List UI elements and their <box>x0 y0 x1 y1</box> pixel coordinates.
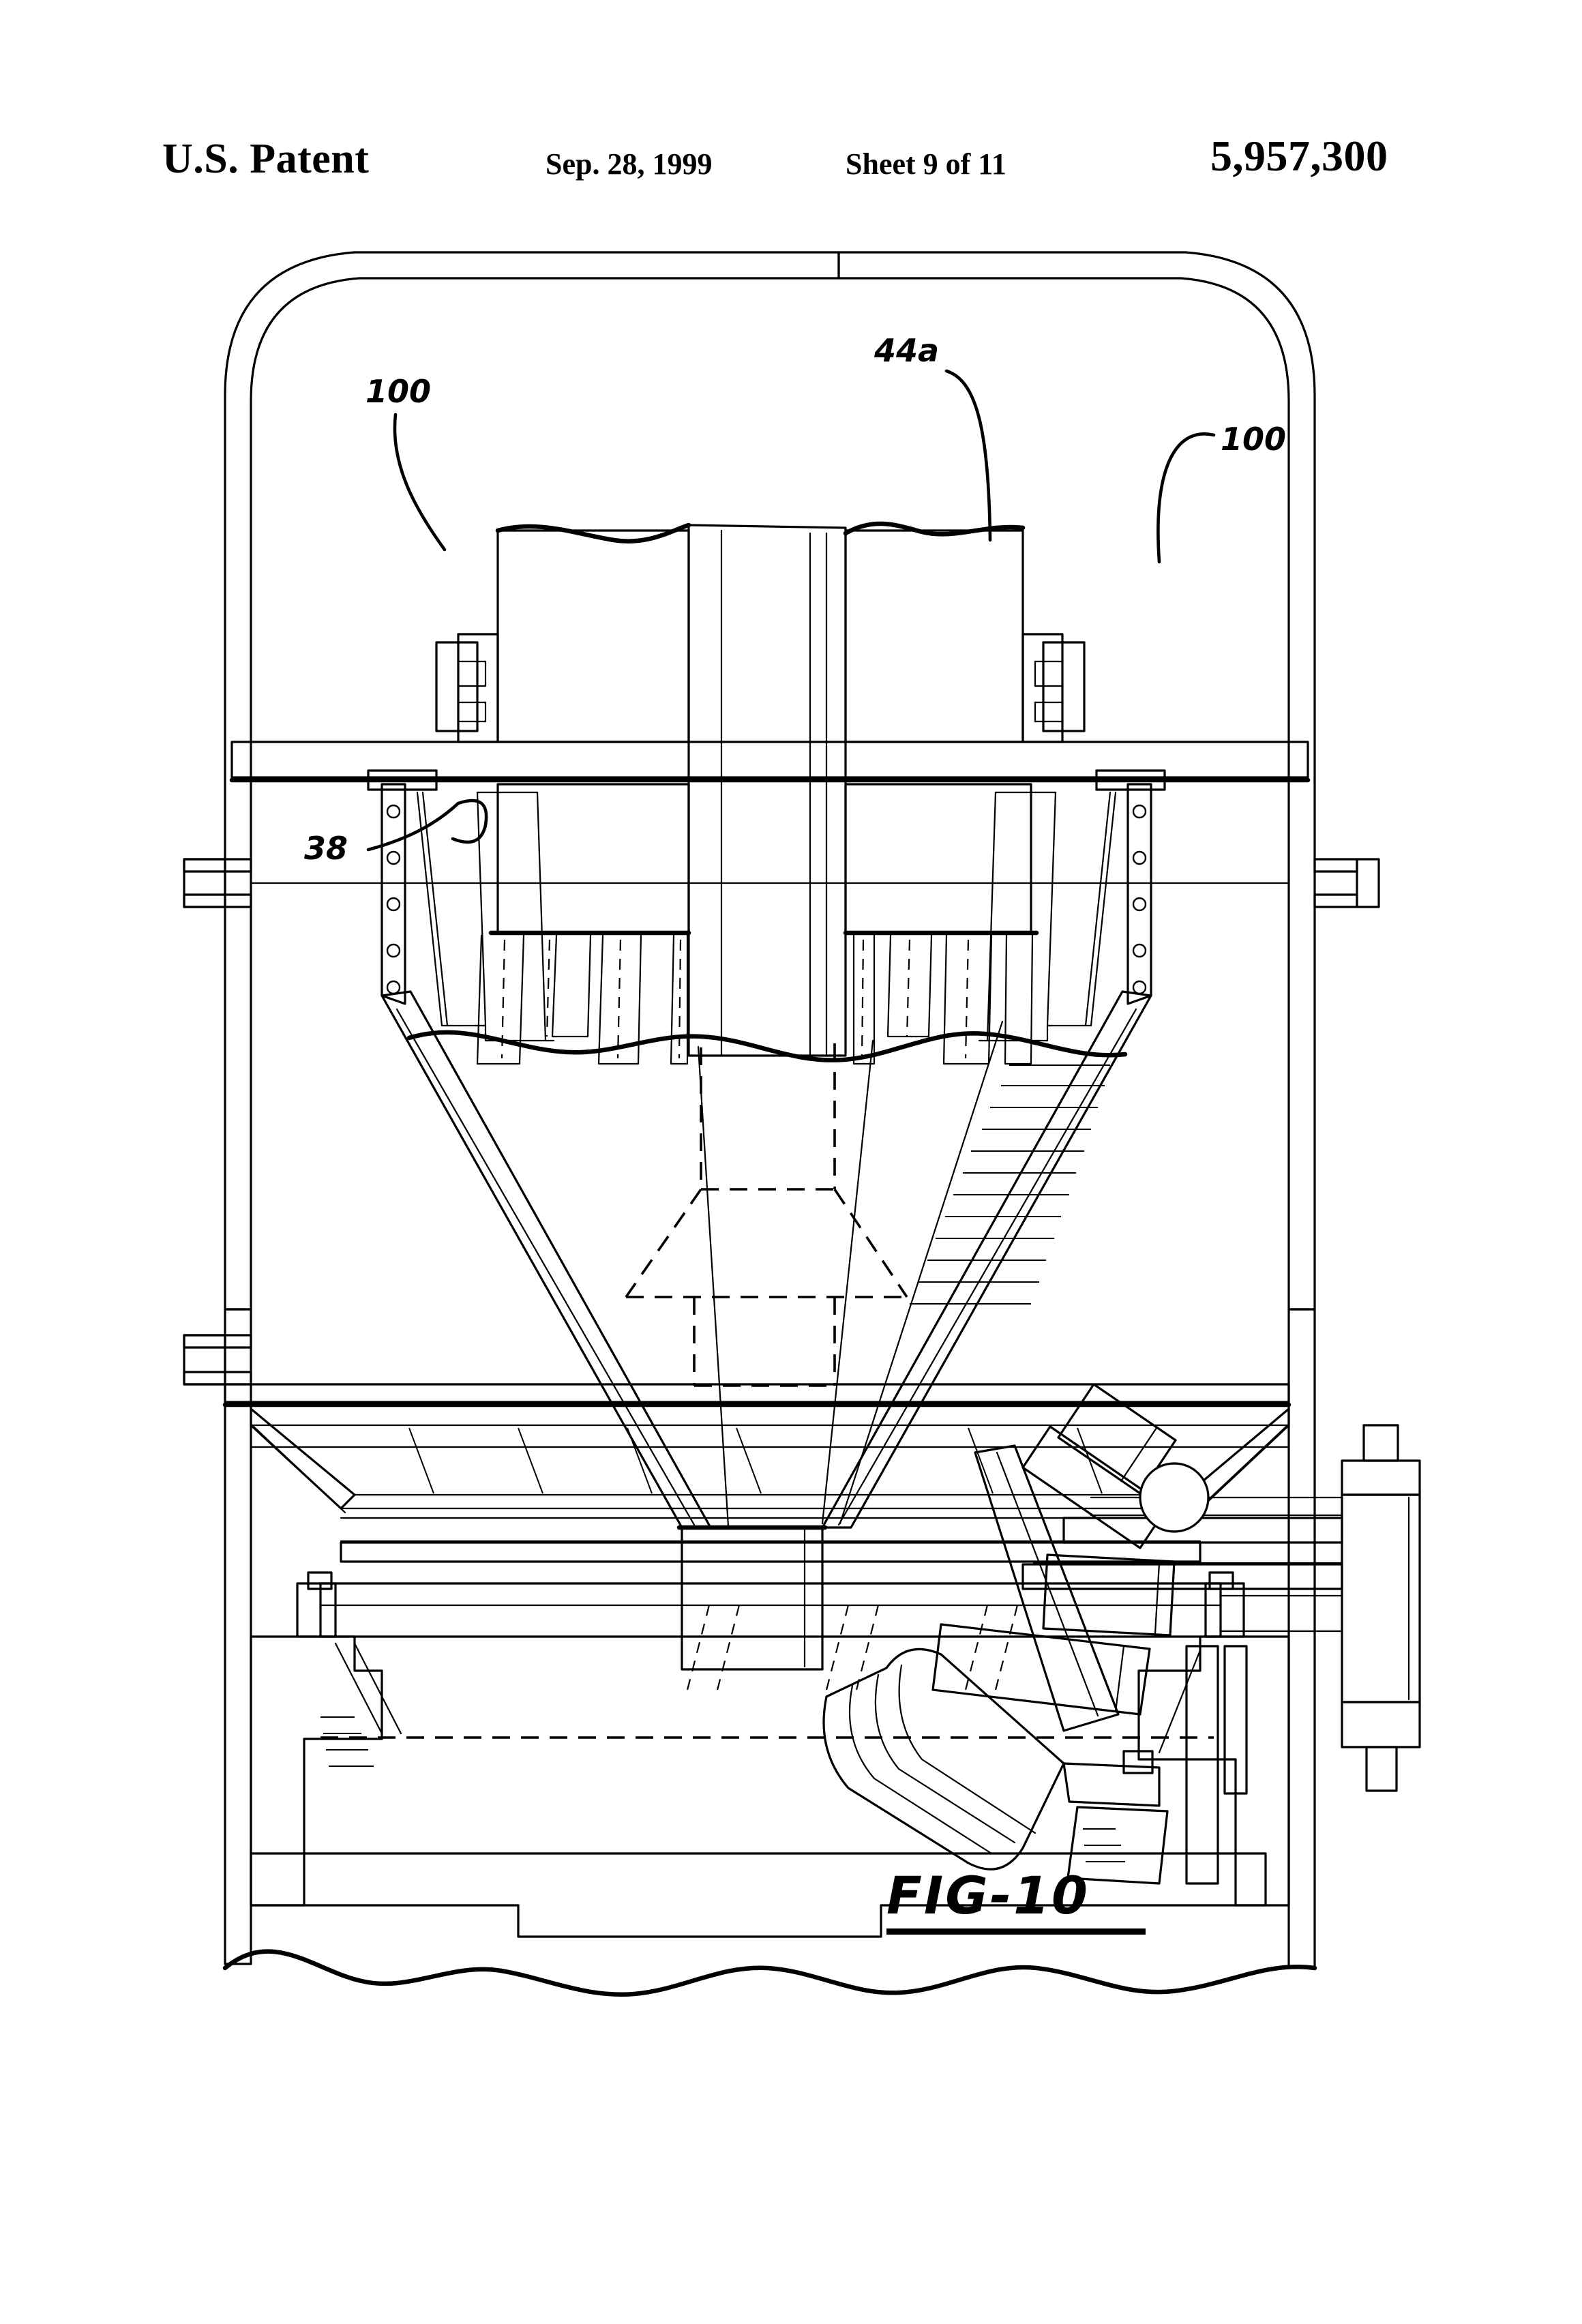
right-actuator-cylinder <box>1341 1424 1421 1792</box>
ref-100-left: 100 <box>365 373 447 552</box>
top-cover-flange <box>229 741 1311 783</box>
ref-100-right: 100 <box>1156 421 1286 564</box>
hidden-deflector-outline <box>625 1043 908 1387</box>
mid-deck-plate <box>183 1334 1292 1407</box>
ref-44a-label: 44a <box>874 332 939 369</box>
ref-100-right-label: 100 <box>1221 421 1286 458</box>
right-upper-nozzle <box>1313 858 1380 908</box>
patent-header: U.S. Patent Sep. 28, 1999 Sheet 9 of 11 … <box>0 0 1582 225</box>
rotor-distributor-body <box>476 783 1039 1065</box>
ref-44a: 44a <box>874 332 992 542</box>
outer-vessel-shell <box>222 251 1317 1997</box>
ref-38-label: 38 <box>304 830 348 867</box>
ref-38: 38 <box>304 799 488 867</box>
left-upper-nozzle <box>183 858 1290 908</box>
hopper-shading <box>910 1064 1110 1305</box>
patent-office-label: U.S. Patent <box>162 136 370 182</box>
patent-number: 5,957,300 <box>1210 132 1388 180</box>
lower-trough-assembly <box>250 1407 1290 1739</box>
base-sump-section <box>250 1635 1290 1938</box>
figure-svg: 44a 100 100 38 <box>183 251 1421 1997</box>
figure-caption-block: FIG-10 <box>886 1865 1309 1988</box>
tilted-mechanism-assembly <box>822 1383 1248 1885</box>
conical-hopper <box>380 990 1152 1671</box>
ref-100-left-label: 100 <box>365 373 431 410</box>
patent-date: Sep. 28, 1999 <box>546 147 713 181</box>
inner-perforated-cone-right <box>978 769 1166 1042</box>
sheet-number: Sheet 9 of 11 <box>846 147 1006 181</box>
figure-caption-underline <box>886 1928 1146 1935</box>
inner-perforated-cone-left <box>367 769 555 1042</box>
patent-figure-drawing: 44a 100 100 38 <box>0 225 1582 2324</box>
actuator-linkage-arms <box>1021 1496 1343 1633</box>
figure-caption-text: FIG-10 <box>886 1865 1090 1926</box>
center-shaft-assembly <box>435 521 1086 1057</box>
